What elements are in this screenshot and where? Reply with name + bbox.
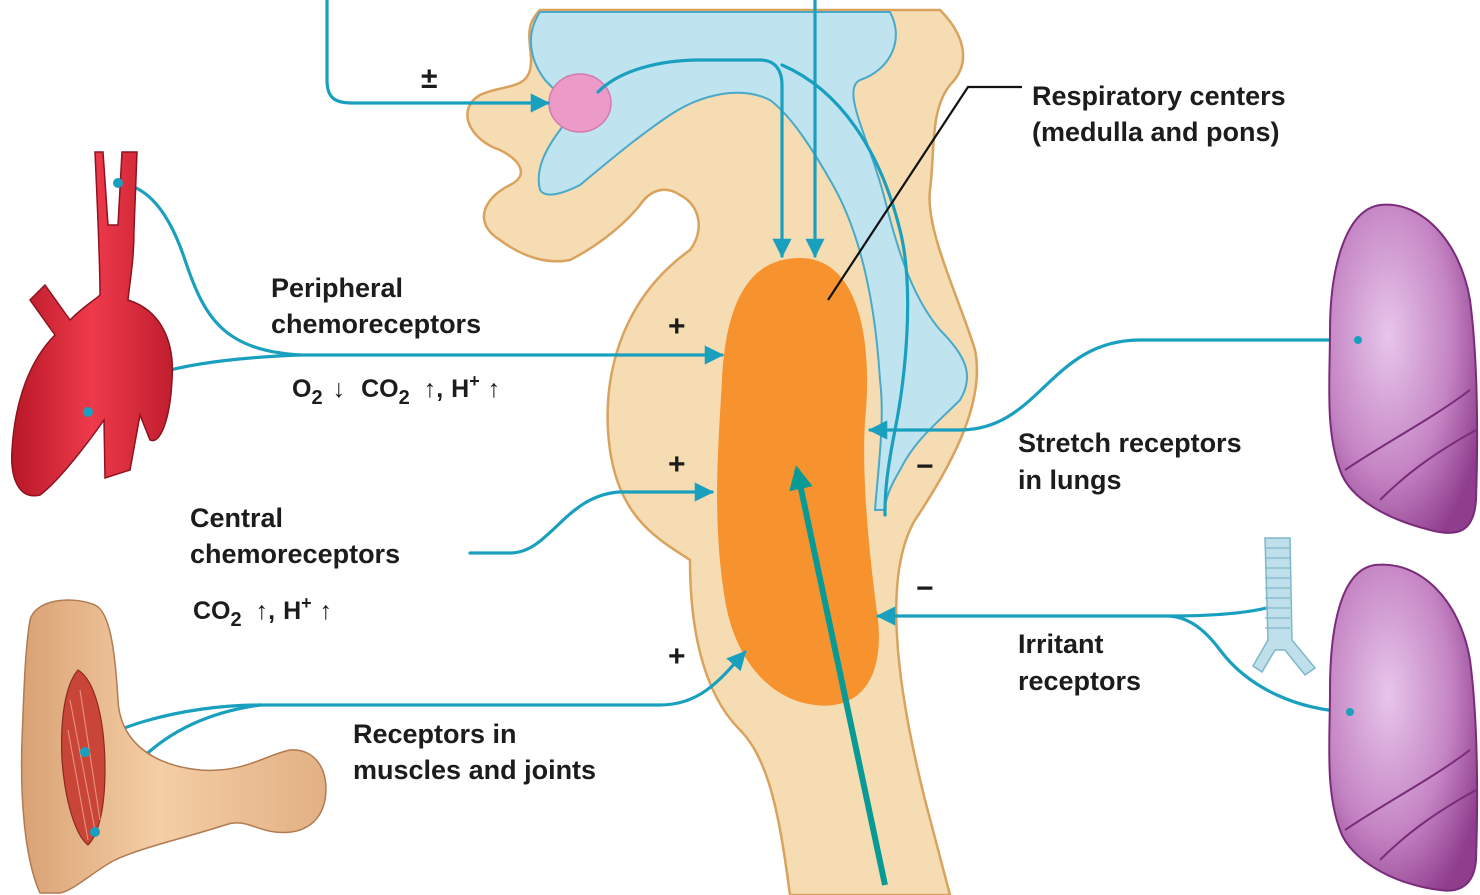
aorta-illustration <box>12 152 173 496</box>
lung-lower <box>1329 565 1477 891</box>
stretch-label: Stretch receptors <box>1018 428 1242 458</box>
lung-upper <box>1329 205 1477 533</box>
co2-up-arrow: ↑ <box>424 375 437 403</box>
irritant-label: Irritant <box>1018 629 1104 659</box>
co2-up-arrow: ↑ <box>256 597 269 625</box>
h-symbol: H <box>451 375 469 403</box>
muscles-label: Receptors in <box>353 719 517 749</box>
co2-symbol: CO <box>193 597 231 625</box>
h-symbol: H <box>283 597 301 625</box>
h-up-arrow: ↑ <box>488 375 501 403</box>
irritant-sign: − <box>916 572 934 605</box>
co2-subscript: 2 <box>231 609 242 631</box>
stretch-sublabel: in lungs <box>1018 465 1122 495</box>
co2-subscript: 2 <box>399 387 410 409</box>
chem-separator: , <box>436 375 443 403</box>
muscles-sublabel: muscles and joints <box>353 755 596 785</box>
central-label: Central <box>190 503 283 533</box>
aortic-body <box>83 407 93 417</box>
hypothalamus-sign: ± <box>421 62 437 95</box>
peripheral-sublabel: chemoreceptors <box>271 309 481 339</box>
arm-illustration <box>22 600 326 893</box>
central-sign: + <box>668 448 686 481</box>
irritant-nerve-trachea <box>1170 603 1283 616</box>
trachea <box>1253 538 1315 675</box>
o2-down-arrow: ↓ <box>333 375 346 403</box>
peripheral-sign: + <box>668 310 686 343</box>
central-chemistry: CO2 ↑, H+ ↑ <box>193 593 332 631</box>
respiratory-centers-label: Respiratory centers <box>1032 81 1286 111</box>
o2-subscript: 2 <box>311 387 322 409</box>
chem-separator: , <box>268 597 275 625</box>
peripheral-label: Peripheral <box>271 273 403 303</box>
central-sublabel: chemoreceptors <box>190 539 400 569</box>
h-superscript: + <box>301 593 312 613</box>
hypothalamus-nucleus <box>549 74 611 132</box>
co2-symbol: CO <box>361 375 399 403</box>
muscles-sign: + <box>668 640 686 673</box>
h-superscript: + <box>469 371 480 391</box>
h-up-arrow: ↑ <box>320 597 333 625</box>
irritant-sublabel: receptors <box>1018 666 1141 696</box>
respiratory-centers-sublabel: (medulla and pons) <box>1032 117 1280 147</box>
peripheral-chemistry: O2↓CO2↑,H+↑ <box>292 371 500 409</box>
muscle-spindle-receptor <box>80 747 90 757</box>
stretch-sign: − <box>916 450 934 483</box>
carotid-body <box>113 178 123 188</box>
o2-symbol: O <box>292 375 311 403</box>
joint-receptor <box>90 827 100 837</box>
